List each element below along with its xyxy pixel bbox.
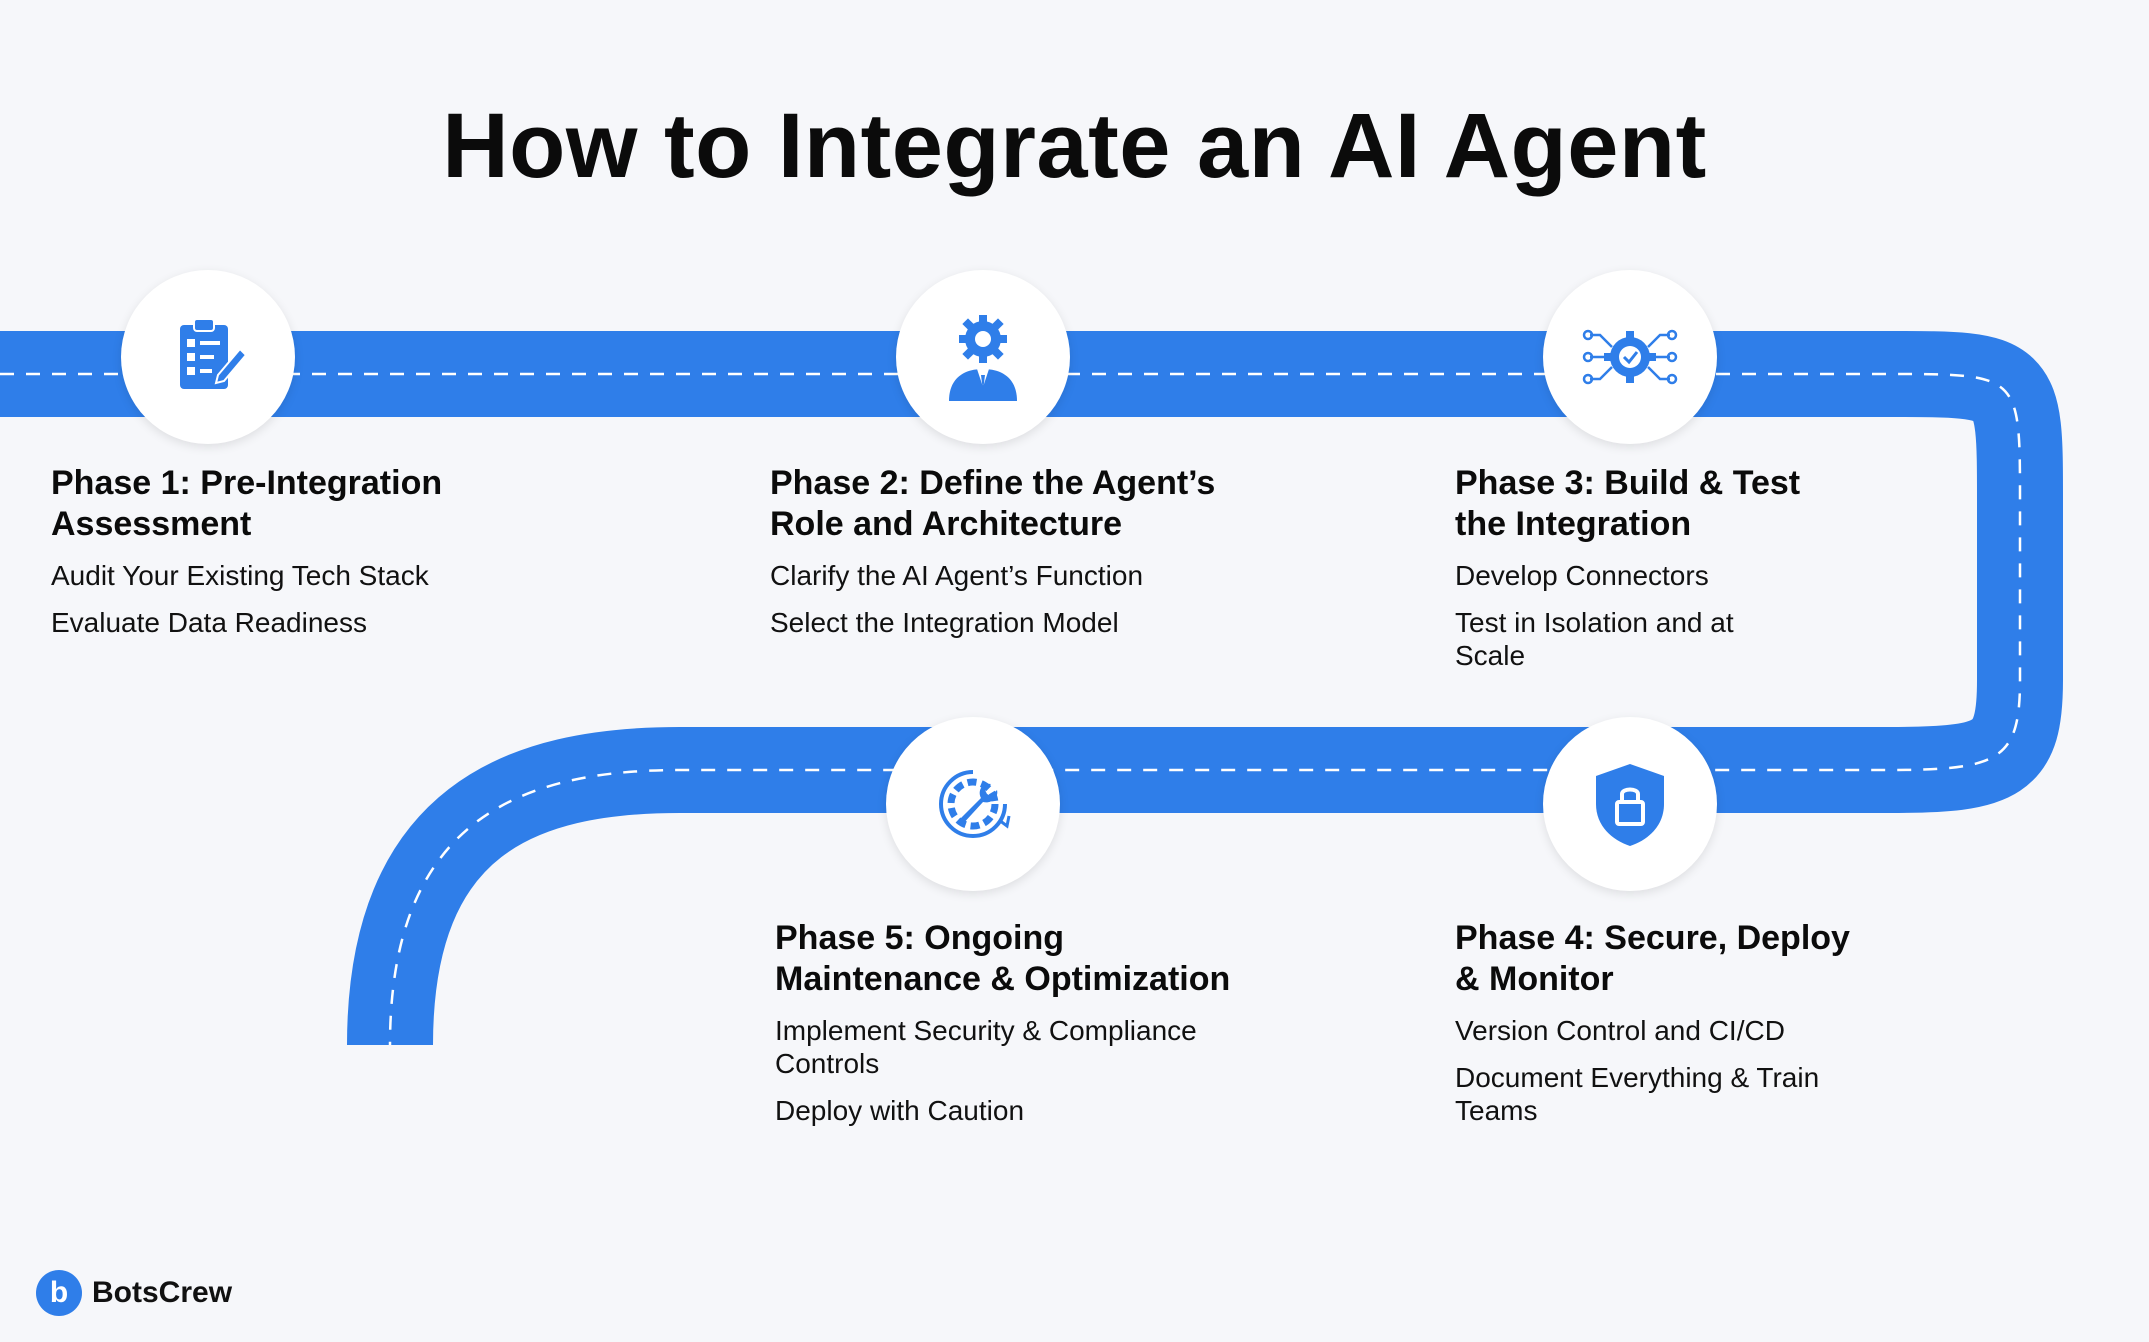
gear-network-icon [1582,329,1678,385]
checklist-icon [180,318,248,389]
phase-5-icon-circle [886,717,1060,891]
phase-step: Deploy with Caution [775,1095,1025,1126]
phase-title: Phase 5: Ongoing Maintenance & Optimizat… [775,919,1231,998]
phase-title: Phase 3: Build & Test the Integration [1455,464,1801,543]
phase-2: Phase 2: Define the Agent’s Role and Arc… [770,463,1330,653]
brand-logo: b BotsCrew [36,1270,232,1316]
phase-title: Phase 1: Pre-Integration Assessment [51,464,443,543]
phase-step: Test in Isolation and at Scale [1455,607,1734,671]
shield-lock-icon [1596,764,1664,846]
phase-step: Audit Your Existing Tech Stack [51,560,429,591]
phase-3-icon-circle [1543,270,1717,444]
phase-2-icon-circle [896,270,1070,444]
phase-step: Select the Integration Model [770,607,1119,638]
phase-1-icon-circle [121,270,295,444]
phase-step: Implement Security & Compliance Controls [775,1015,1197,1079]
page-title: How to Integrate an AI Agent [442,95,1707,197]
phase-step: Develop Connectors [1455,560,1709,591]
logo-mark: b [36,1270,82,1316]
brand-name: BotsCrew [92,1276,233,1309]
phase-4: Phase 4: Secure, Deploy & Monitor Versio… [1455,918,1935,1141]
phase-step: Evaluate Data Readiness [51,607,367,638]
phase-4-icon-circle [1543,717,1717,891]
person-gear-icon [949,315,1017,401]
phase-step: Document Everything & Train Teams [1455,1062,1820,1126]
phase-step: Version Control and CI/CD [1455,1015,1785,1046]
phase-5: Phase 5: Ongoing Maintenance & Optimizat… [775,918,1335,1141]
phase-step: Clarify the AI Agent’s Function [770,560,1144,591]
phase-1: Phase 1: Pre-Integration Assessment Audi… [51,463,611,653]
phase-title: Phase 2: Define the Agent’s Role and Arc… [770,464,1216,543]
phase-3: Phase 3: Build & Test the Integration De… [1455,463,1895,672]
wrench-gear-icon [939,770,1011,838]
phase-title: Phase 4: Secure, Deploy & Monitor [1455,919,1850,998]
